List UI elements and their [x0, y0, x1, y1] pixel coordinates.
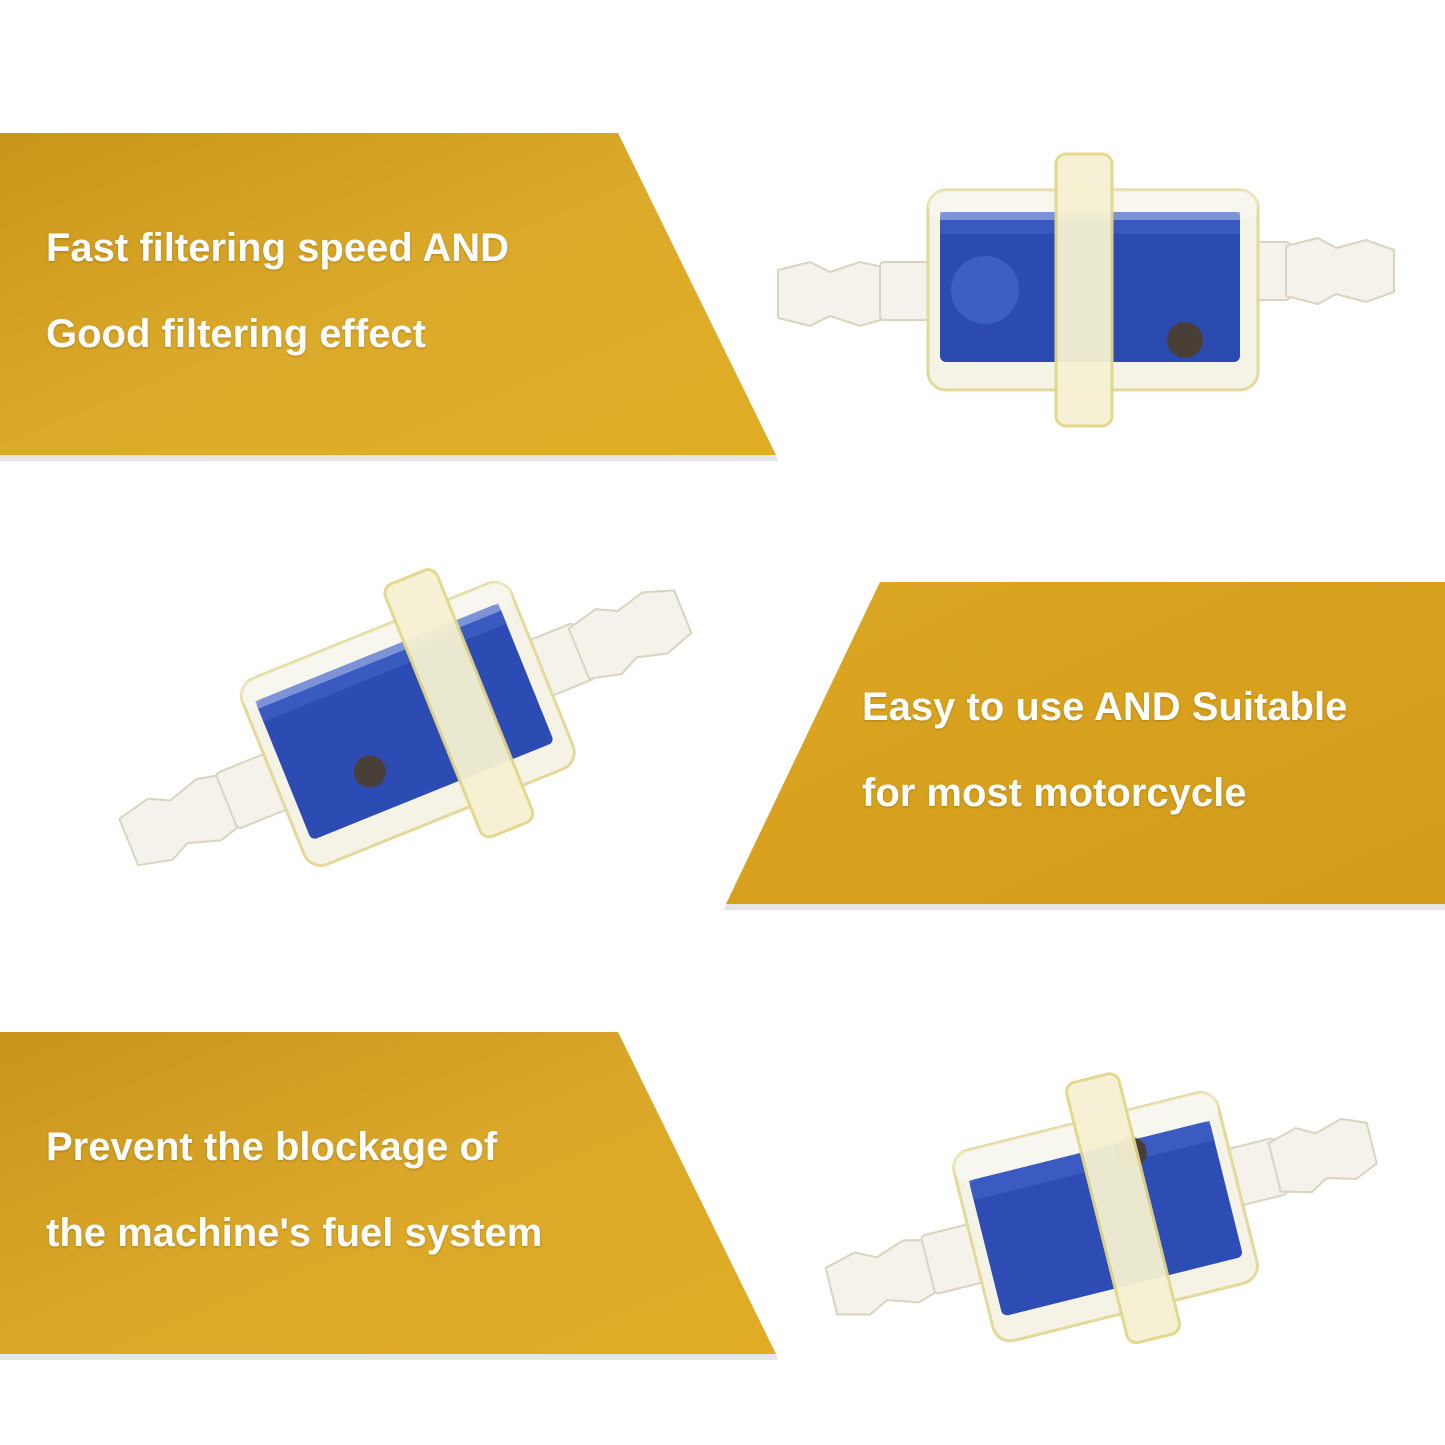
feature-banner-1: Fast filtering speed AND Good filtering …: [0, 133, 780, 463]
feature-banner-2: Easy to use AND Suitable for most motorc…: [722, 582, 1445, 912]
feature-1-line-2: Good filtering effect: [46, 312, 426, 356]
banner-background: [0, 133, 778, 461]
banner-background: [724, 582, 1445, 910]
feature-2-line-1: Easy to use AND Suitable: [862, 685, 1348, 729]
fuel-filter-icon: [777, 152, 1395, 428]
fuel-filter-icon: [824, 1072, 1378, 1345]
banner-background: [0, 1032, 778, 1360]
feature-3-line-1: Prevent the blockage of: [46, 1125, 498, 1169]
feature-1-line-1: Fast filtering speed AND: [46, 226, 510, 270]
feature-2-line-2: for most motorcycle: [862, 771, 1247, 815]
fuel-filter-icon: [118, 568, 693, 867]
feature-banner-3: Prevent the blockage of the machine's fu…: [0, 1032, 780, 1362]
feature-3-line-2: the machine's fuel system: [46, 1211, 543, 1255]
